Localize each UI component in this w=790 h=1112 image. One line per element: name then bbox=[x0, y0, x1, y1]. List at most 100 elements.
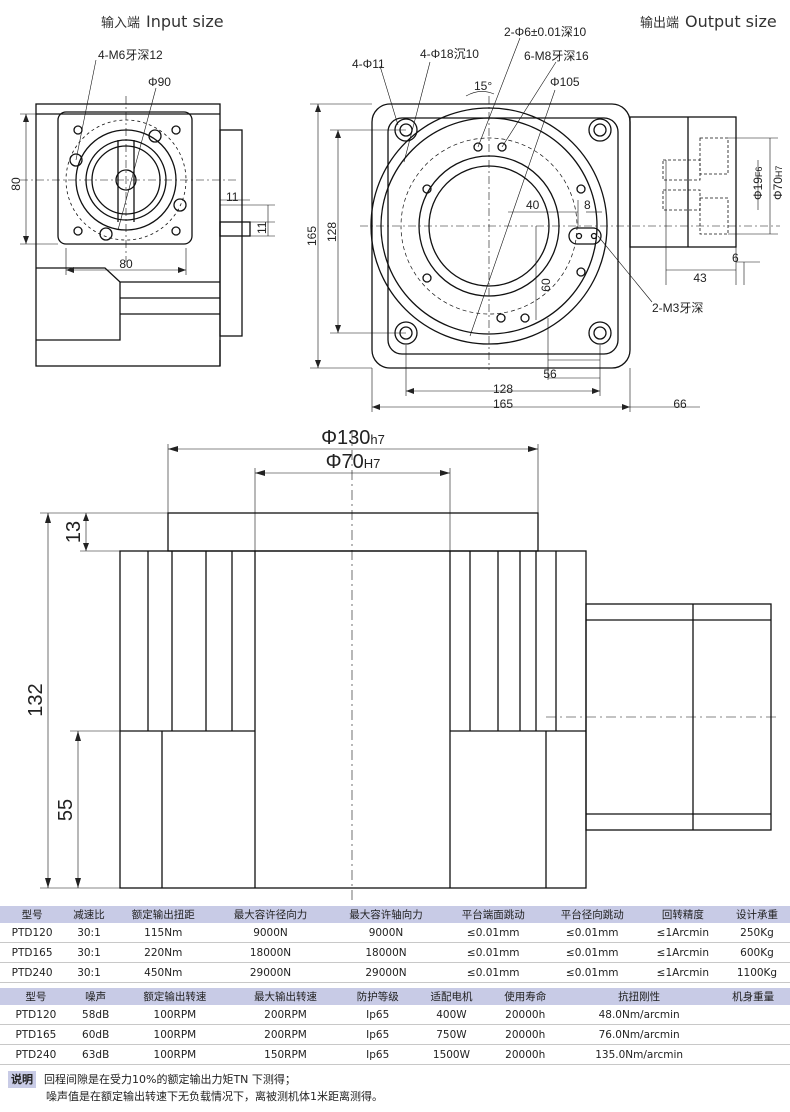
table-cell: ≤0.01mm bbox=[443, 942, 543, 963]
output-d40-label: 40 bbox=[526, 198, 540, 212]
table-cell: 29000N bbox=[212, 962, 329, 983]
table-cell: 750W bbox=[414, 1024, 489, 1045]
table-cell: ≤0.01mm bbox=[542, 962, 642, 983]
output-phi70-label: Φ70H7 bbox=[771, 166, 785, 200]
table-cell: Ip65 bbox=[340, 1005, 415, 1025]
output-phi19-label: Φ19F6 bbox=[751, 167, 765, 200]
table-cell: 63dB bbox=[71, 1044, 120, 1065]
output-d60-label: 60 bbox=[539, 278, 553, 292]
table-cell: 115Nm bbox=[113, 923, 213, 943]
table-cell: 1100Kg bbox=[723, 962, 790, 983]
input-view bbox=[35, 103, 251, 367]
table-cell: 100RPM bbox=[119, 1044, 231, 1065]
table-cell: PTD165 bbox=[0, 1024, 72, 1045]
table-header: 机身重量 bbox=[716, 988, 790, 1005]
table-cell bbox=[716, 1005, 790, 1025]
table-cell: 200RPM bbox=[230, 1005, 341, 1025]
output-phi18-label: 4-Φ18沉10 bbox=[420, 47, 479, 61]
table-header: 回转精度 bbox=[641, 906, 724, 923]
table-cell: 48.0Nm/arcmin bbox=[562, 1005, 717, 1025]
section-view bbox=[119, 512, 772, 889]
section-phi130-label: Φ130h7 bbox=[321, 427, 385, 449]
table-header: 设计承重 bbox=[723, 906, 790, 923]
output-view bbox=[370, 103, 737, 369]
output-phi11-label: 4-Φ11 bbox=[352, 57, 385, 71]
table-cell: 135.0Nm/arcmin bbox=[562, 1044, 717, 1065]
output-m8-label: 6-M8牙深16 bbox=[524, 49, 589, 63]
table-cell bbox=[716, 1044, 790, 1065]
table-header: 平台径向跳动 bbox=[542, 906, 642, 923]
output-deg15-label: 15° bbox=[474, 79, 492, 93]
input-d11b-label: 11 bbox=[255, 221, 269, 234]
table-cell: 30:1 bbox=[64, 962, 114, 983]
table-cell: 18000N bbox=[328, 942, 444, 963]
spec-table-1: 型号 减速比 额定输出扭距 最大容许径向力 最大容许轴向力 平台端面跳动 平台径… bbox=[0, 906, 790, 983]
table-cell: ≤0.01mm bbox=[443, 923, 543, 943]
output-d56-label: 56 bbox=[543, 367, 557, 381]
notes-line-2: 噪声值是在额定输出转速下无负载情况下，离被测机体1米距离测得。 bbox=[46, 1090, 383, 1103]
table-header: 最大输出转速 bbox=[230, 988, 341, 1005]
table-cell: 20000h bbox=[488, 1005, 563, 1025]
table-cell: 60dB bbox=[71, 1024, 120, 1045]
input-m6-label: 4-M6牙深12 bbox=[98, 48, 163, 62]
table-cell: PTD120 bbox=[0, 923, 65, 943]
table-cell: 9000N bbox=[212, 923, 329, 943]
table-cell bbox=[716, 1024, 790, 1045]
output-d165h-label: 165 bbox=[493, 397, 513, 411]
table-cell: PTD120 bbox=[0, 1005, 72, 1025]
table-header: 适配电机 bbox=[414, 988, 489, 1005]
table-cell: 29000N bbox=[328, 962, 444, 983]
input-phi90-label: Φ90 bbox=[148, 75, 171, 89]
table-header: 额定输出扭距 bbox=[113, 906, 213, 923]
section-phi70-label: Φ70H7 bbox=[326, 451, 381, 473]
table-cell: ≤0.01mm bbox=[542, 942, 642, 963]
table-cell: PTD240 bbox=[0, 962, 65, 983]
output-phi6-label: 2-Φ6±0.01深10 bbox=[504, 25, 587, 39]
input-dim-lines bbox=[20, 59, 275, 275]
output-d6-label: 6 bbox=[732, 251, 739, 265]
output-d43-label: 43 bbox=[693, 271, 707, 285]
spec-table-2: 型号 噪声 额定输出转速 最大输出转速 防护等级 适配电机 使用寿命 抗扭刚性 … bbox=[0, 988, 790, 1065]
table-cell: 100RPM bbox=[119, 1024, 231, 1045]
table-cell: ≤1Arcmin bbox=[641, 923, 724, 943]
table-cell: 58dB bbox=[71, 1005, 120, 1025]
table-header: 减速比 bbox=[64, 906, 114, 923]
table-header: 抗扭刚性 bbox=[562, 988, 717, 1005]
section-d55-label: 55 bbox=[55, 799, 77, 821]
table-cell: 450Nm bbox=[113, 962, 213, 983]
notes-label: 说明 bbox=[8, 1071, 36, 1088]
table-cell: 200RPM bbox=[230, 1024, 341, 1045]
table-header: 型号 bbox=[0, 988, 72, 1005]
table-cell: 600Kg bbox=[723, 942, 790, 963]
output-dim-lines bbox=[310, 37, 780, 412]
input-d11a-label: 11 bbox=[226, 190, 239, 204]
notes-line-1: 回程间隙是在受力10%的额定输出力矩TN 下测得； bbox=[44, 1073, 296, 1086]
table-cell: 1500W bbox=[414, 1044, 489, 1065]
output-d8-label: 8 bbox=[584, 198, 591, 212]
table-header-row: 型号 减速比 额定输出扭距 最大容许径向力 最大容许轴向力 平台端面跳动 平台径… bbox=[0, 906, 790, 923]
table-cell: Ip65 bbox=[340, 1024, 415, 1045]
output-m3-label: 2-M3牙深 bbox=[652, 301, 703, 315]
table-header: 平台端面跳动 bbox=[443, 906, 543, 923]
table-cell: 20000h bbox=[488, 1024, 563, 1045]
section-d132-label: 132 bbox=[25, 683, 47, 716]
section-d13-label: 13 bbox=[63, 521, 85, 543]
output-d165v-label: 165 bbox=[305, 226, 319, 246]
table-header: 噪声 bbox=[71, 988, 120, 1005]
table-cell: 100RPM bbox=[119, 1005, 231, 1025]
table-cell: ≤0.01mm bbox=[443, 962, 543, 983]
table-cell: ≤1Arcmin bbox=[641, 942, 724, 963]
table-header: 最大容许径向力 bbox=[212, 906, 329, 923]
table-header: 使用寿命 bbox=[488, 988, 563, 1005]
table-cell: 20000h bbox=[488, 1044, 563, 1065]
table-cell: 30:1 bbox=[64, 923, 114, 943]
output-phi105-label: Φ105 bbox=[550, 75, 580, 89]
table-header: 防护等级 bbox=[340, 988, 415, 1005]
